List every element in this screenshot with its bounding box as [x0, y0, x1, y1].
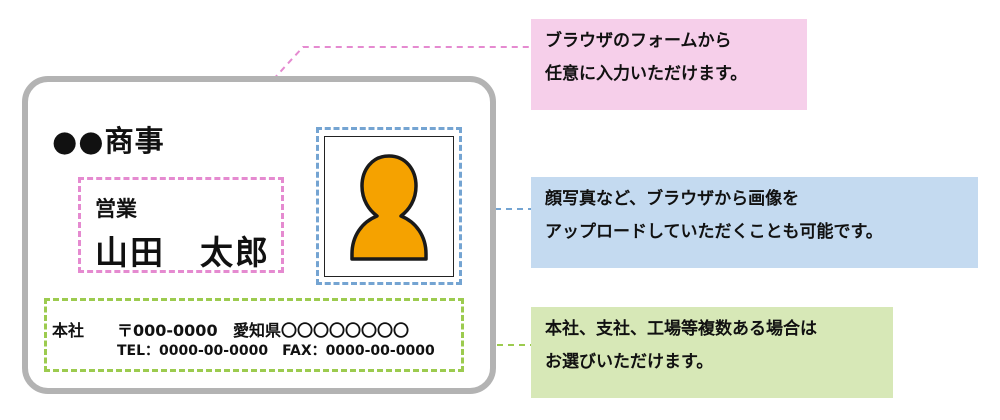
department-label: 営業 [95, 197, 137, 221]
office-label: 本社 [52, 321, 85, 340]
callout-office-select-line2: お選びいただけます。 [545, 352, 714, 372]
person-name: 山田 太郎 [95, 233, 270, 272]
address-highlight-box [44, 298, 464, 372]
callout-form-input-line2: 任意に入力いただけます。 [545, 64, 748, 84]
address-text: 愛知県〇〇〇〇〇〇〇〇 [233, 321, 410, 340]
callout-photo-upload: 顔写真など、ブラウザから画像を アップロードしていただくことも可能です。 [531, 177, 978, 268]
postal-code: 〒000-0000 [117, 321, 218, 340]
callout-office-select-line1: 本社、支社、工場等複数ある場合は [545, 319, 817, 339]
callout-photo-upload-line1: 顔写真など、ブラウザから画像を [545, 189, 800, 209]
callout-photo-upload-line2: アップロードしていただくことも可能です。 [545, 222, 883, 242]
callout-office-select: 本社、支社、工場等複数ある場合は お選びいただけます。 [531, 307, 893, 398]
photo-highlight-box [316, 127, 462, 285]
callout-form-input-line1: ブラウザのフォームから [545, 31, 732, 51]
tel-fax: TEL：0000-00-0000 FAX：0000-00-0000 [117, 343, 435, 359]
callout-form-input: ブラウザのフォームから 任意に入力いただけます。 [531, 19, 807, 110]
name-highlight-box [78, 177, 284, 273]
person-silhouette-icon [350, 154, 428, 261]
company-name: ●●商事 [52, 124, 165, 158]
